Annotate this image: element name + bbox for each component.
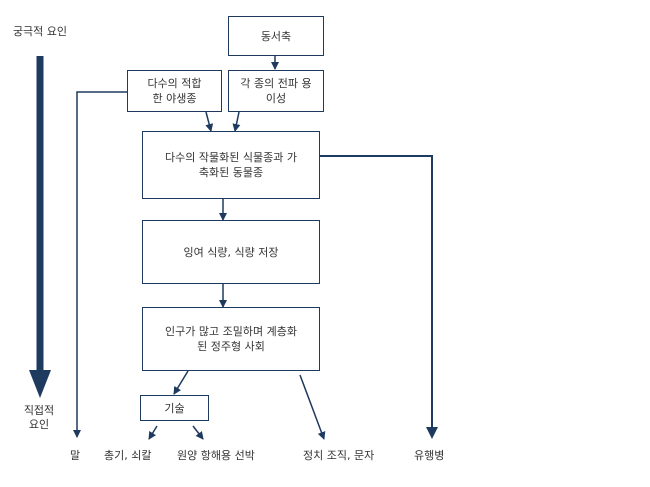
arrow-domesticated-to-epidemics — [320, 155, 438, 439]
guns-steel-label: 총기, 쇠칼 — [104, 449, 152, 462]
arrow-wild-species-to-domesticated — [205, 111, 214, 132]
spread-ease-text: 각 종의 전파 용 이성 — [240, 77, 312, 105]
ocean-ships-label: 원양 항해용 선박 — [177, 449, 255, 462]
proximate-factors-label: 직접적 요인 — [14, 404, 64, 432]
domesticated-species-text: 다수의 작물화된 식물종과 가 축화된 동물종 — [165, 151, 297, 179]
proximate-factors-label-line1: 직접적 — [23, 404, 55, 417]
spread-ease-box: 각 종의 전파 용 이성 — [228, 70, 324, 112]
technology-box: 기술 — [140, 395, 209, 421]
epidemics-label: 유행병 — [414, 449, 445, 462]
food-surplus-box: 잉여 식량, 식량 저장 — [142, 220, 320, 284]
technology-text: 기술 — [164, 401, 185, 415]
food-surplus-text: 잉여 식량, 식량 저장 — [183, 245, 279, 259]
wild-species-box: 다수의 적합 한 야생종 — [127, 70, 222, 112]
wild-species-text: 다수의 적합 한 야생종 — [147, 77, 202, 105]
axis-arrowhead — [29, 370, 51, 398]
east-west-axis-text: 동서축 — [260, 29, 292, 43]
politics-writing-label: 정치 조직, 문자 — [303, 449, 375, 462]
domesticated-species-box: 다수의 작물화된 식물종과 가 축화된 동물종 — [142, 131, 320, 199]
east-west-axis-box: 동서축 — [228, 16, 324, 56]
arrow-spread-to-domesticated — [232, 111, 241, 132]
arrow-society-to-technology — [173, 370, 189, 395]
sedentary-society-box: 인구가 많고 조밀하며 계층화 된 정주형 사회 — [142, 307, 320, 371]
proximate-factors-label-line2: 요인 — [28, 418, 50, 431]
arrow-technology-to-ships — [192, 425, 204, 440]
arrow-society-to-politics — [299, 374, 326, 440]
ultimate-factors-label: 궁극적 요인 — [12, 25, 68, 38]
arrow-wild-species-to-horse — [73, 91, 127, 438]
arrow-technology-to-guns — [148, 425, 158, 440]
sedentary-society-text: 인구가 많고 조밀하며 계층화 된 정주형 사회 — [165, 325, 297, 353]
horse-label: 말 — [70, 449, 81, 462]
